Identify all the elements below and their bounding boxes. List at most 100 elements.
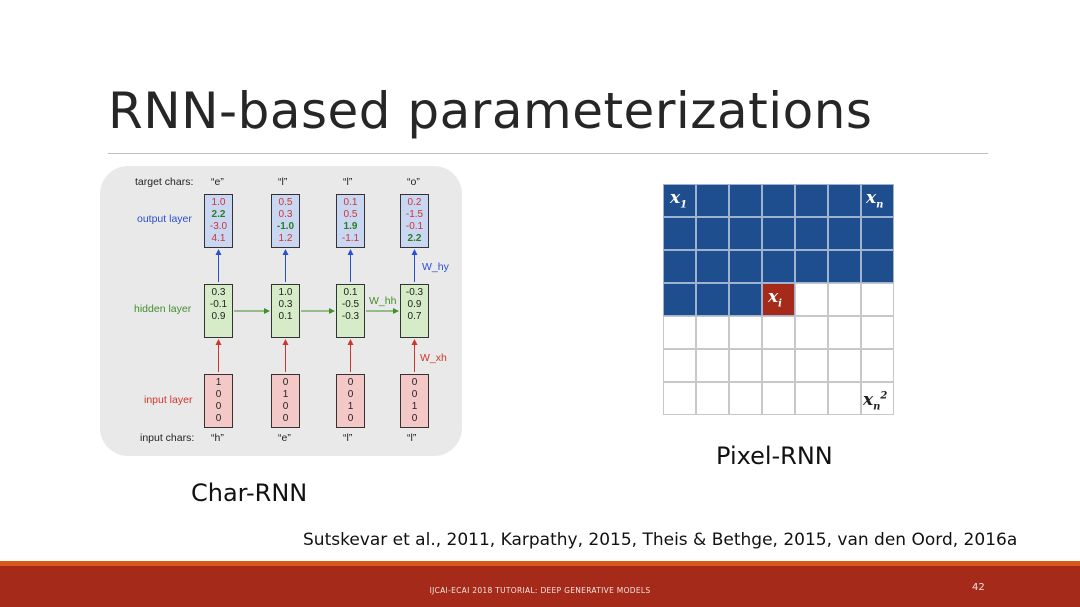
pixel-cell [828, 316, 861, 349]
pixel-cell [795, 349, 828, 382]
output-vector-value: -1.1 [341, 233, 360, 244]
w-xh-label: W_xh [420, 352, 447, 364]
pixel-cell [861, 349, 894, 382]
input-vector-value: 1 [411, 401, 418, 412]
pixel-cell [762, 316, 795, 349]
output-vector-value: 4.1 [211, 233, 226, 244]
pixel-cell-generated [663, 283, 696, 316]
pixel-cell-generated [795, 250, 828, 283]
hidden-layer-label: hidden layer [134, 303, 192, 315]
input-vector-value: 1 [347, 401, 354, 412]
pixel-cell-generated [861, 250, 894, 283]
input-vector-value: 0 [347, 413, 354, 424]
target-chars-label: target chars: [135, 176, 194, 188]
hidden-vector: 0.1-0.5-0.3 [336, 284, 365, 338]
hidden-vector-value: 0.9 [211, 311, 226, 322]
target-char: “o” [407, 176, 420, 188]
output-vector-value: 0.2 [407, 197, 422, 208]
pixel-cell-generated [861, 217, 894, 250]
pixel-cell-generated [663, 217, 696, 250]
pixel-cell-generated [762, 217, 795, 250]
title-divider [108, 153, 988, 154]
output-vector-value: 0.3 [278, 209, 293, 220]
page-number: 42 [972, 582, 985, 593]
input-chars-label: input chars: [140, 432, 195, 444]
pixel-cell [861, 382, 894, 415]
pixel-cell-generated [729, 184, 762, 217]
input-vector-value: 0 [282, 401, 289, 412]
output-vector-value: -1.0 [276, 221, 295, 232]
pixel-cell [795, 316, 828, 349]
pixel-cell-generated [828, 250, 861, 283]
citation-text: Sutskevar et al., 2011, Karpathy, 2015, … [303, 530, 1018, 550]
input-char: “l” [343, 432, 353, 444]
pixel-cell [729, 316, 762, 349]
pixel-cell [696, 316, 729, 349]
input-vector-value: 0 [282, 413, 289, 424]
pixel-cell-generated [828, 184, 861, 217]
target-char: “l” [278, 176, 288, 188]
pixel-cell-generated [696, 283, 729, 316]
footer-text: IJCAI-ECAI 2018 TUTORIAL: DEEP GENERATIV… [429, 586, 651, 595]
pixel-label-xn2: xn2 [863, 390, 888, 413]
pixel-label-x1: x1 [670, 188, 688, 211]
pixel-cell [795, 283, 828, 316]
hidden-vector-value: 0.1 [278, 311, 293, 322]
pixel-cell-generated [696, 250, 729, 283]
hidden-vector-value: 0.9 [407, 299, 422, 310]
output-vector-value: 0.5 [278, 197, 293, 208]
hidden-vector-value: -0.3 [405, 287, 424, 298]
pixel-cell [663, 382, 696, 415]
input-layer-label: input layer [144, 394, 193, 406]
footer-accent-line [0, 561, 1080, 566]
pixel-cell [828, 349, 861, 382]
input-vector-value: 0 [411, 413, 418, 424]
pixel-cell-generated [828, 217, 861, 250]
pixel-cell-generated [795, 184, 828, 217]
target-char: “l” [343, 176, 353, 188]
pixel-cell-generated [795, 217, 828, 250]
output-vector-value: -1.5 [405, 209, 424, 220]
output-layer-label: output layer [137, 213, 192, 225]
pixel-cell-current [762, 283, 795, 316]
pixel-label-xn: xn [866, 188, 884, 211]
input-vector-value: 1 [282, 389, 289, 400]
pixel-cell [861, 283, 894, 316]
input-vector-value: 0 [215, 401, 222, 412]
pixel-cell-generated [729, 250, 762, 283]
input-vector-value: 0 [347, 377, 354, 388]
pixel-cell [795, 382, 828, 415]
input-char: “h” [211, 432, 224, 444]
footer-bar [0, 561, 1080, 607]
output-vector-value: 0.5 [343, 209, 358, 220]
pixel-cell [762, 382, 795, 415]
hidden-vector-value: 1.0 [278, 287, 293, 298]
pixel-cell-generated [696, 184, 729, 217]
pixel-cell [729, 349, 762, 382]
input-vector-value: 0 [215, 389, 222, 400]
pixel-cell [828, 283, 861, 316]
hidden-vector-value: 0.3 [278, 299, 293, 310]
pixel-cell-generated [696, 217, 729, 250]
input-vector-value: 0 [411, 389, 418, 400]
hidden-vector-value: -0.1 [209, 299, 228, 310]
char-rnn-caption: Char-RNN [191, 479, 308, 507]
output-vector-value: 1.9 [343, 221, 358, 232]
input-vector-value: 1 [215, 377, 222, 388]
pixel-cell [663, 349, 696, 382]
input-vector-value: 0 [215, 413, 222, 424]
output-vector-value: 2.2 [211, 209, 226, 220]
input-char: “e” [278, 432, 291, 444]
output-vector-value: -0.1 [405, 221, 424, 232]
char-rnn-arrows [215, 249, 418, 372]
